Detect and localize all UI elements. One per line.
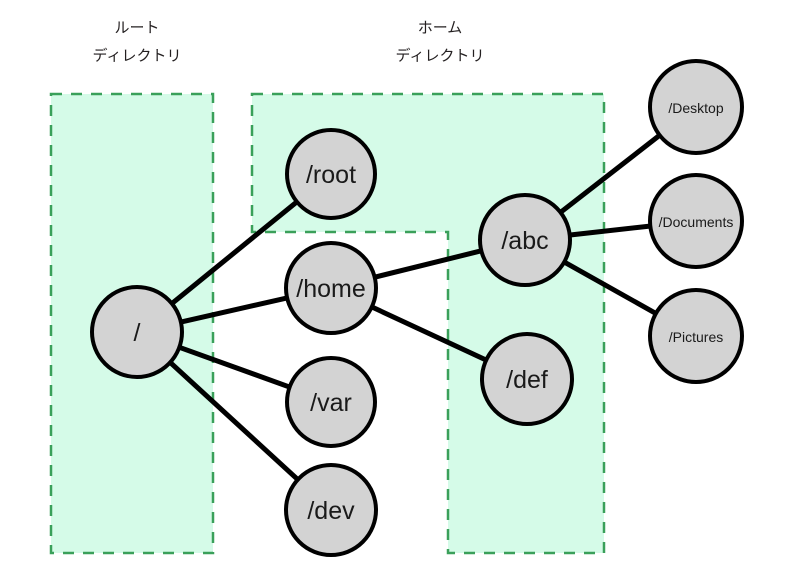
node-label-root-dir: /root [306, 161, 356, 189]
node-abc[interactable]: /abc [478, 193, 572, 287]
region-label-line2: ディレクトリ [93, 47, 182, 65]
nodes-layer: / /root/home/var/dev/abc/def/Desktop/Docu… [90, 59, 744, 557]
edge-root-to-var [174, 343, 295, 391]
region-label-line1: ホーム [418, 19, 463, 37]
node-label-home: /home [296, 275, 365, 303]
node-label-def: /def [506, 366, 548, 394]
node-dev[interactable]: /dev [284, 463, 378, 557]
edge-abc-to-pictures [559, 257, 661, 318]
node-label-desktop: /Desktop [668, 100, 723, 116]
node-circle-abc[interactable] [478, 193, 572, 287]
node-circle-var[interactable] [285, 356, 377, 448]
edge-home-to-def [367, 302, 491, 365]
node-home[interactable]: /home [284, 241, 378, 335]
node-desktop[interactable]: /Desktop [648, 59, 744, 155]
node-root[interactable]: / [90, 285, 184, 379]
node-circle-root-dir[interactable] [285, 128, 377, 220]
node-label-abc: /abc [501, 227, 548, 255]
node-label-root: / [134, 319, 141, 347]
edge-root-to-dev [165, 357, 303, 485]
edge-root-to-root-dir [167, 197, 302, 309]
node-circle-dev[interactable] [284, 463, 378, 557]
region-label-line2: ディレクトリ [396, 47, 485, 65]
node-circle-desktop[interactable] [648, 59, 744, 155]
node-label-var: /var [310, 389, 352, 417]
node-def[interactable]: /def [480, 332, 574, 426]
node-label-pictures: /Pictures [669, 329, 723, 345]
edges-layer [165, 130, 665, 485]
node-circle-documents[interactable] [648, 173, 744, 269]
node-label-dev: /dev [307, 497, 355, 525]
node-var[interactable]: /var [285, 356, 377, 448]
node-circle-def[interactable] [480, 332, 574, 426]
node-root-dir[interactable]: /root [285, 128, 377, 220]
node-pictures[interactable]: /Pictures [648, 288, 744, 384]
node-label-documents: /Documents [659, 214, 734, 230]
edge-home-to-abc [370, 247, 486, 281]
node-documents[interactable]: /Documents [648, 173, 744, 269]
edge-abc-to-desktop [555, 130, 665, 217]
region-label-line1: ルート [114, 19, 159, 37]
edge-root-to-home [176, 294, 292, 326]
edge-abc-to-documents [565, 223, 655, 238]
node-circle-home[interactable] [284, 241, 378, 335]
node-circle-pictures[interactable] [648, 288, 744, 384]
node-circle-root[interactable] [90, 285, 184, 379]
